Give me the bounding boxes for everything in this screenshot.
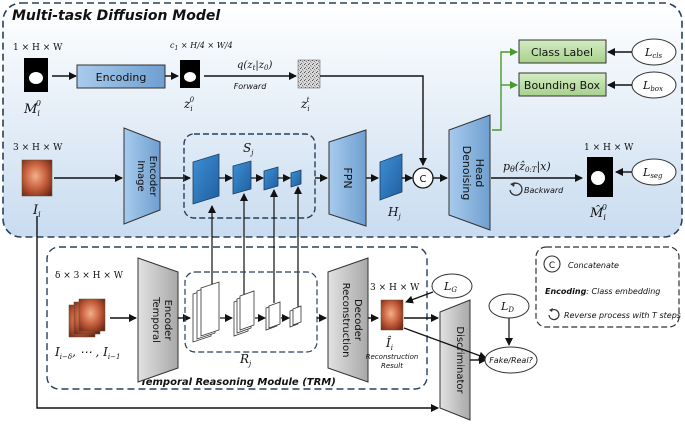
loss-g: LG: [431, 273, 473, 299]
loss-box: Lbox: [631, 71, 677, 99]
loss-d: LD: [488, 293, 530, 319]
fake-real-node: Fake/Real?: [484, 346, 538, 374]
out-label: M̂i0: [589, 203, 607, 222]
encoding-label: Encoding: [96, 71, 147, 84]
denoising-head: Denoising Head: [448, 114, 491, 231]
reconstruction-result: 3 × H × W Îi Reconstruction Result: [366, 283, 420, 370]
discriminator: Discriminator: [439, 299, 471, 421]
forward-process: q(zt|z0) Forward: [204, 60, 297, 91]
trm-title: Temporal Reasoning Module (TRM): [140, 377, 336, 388]
denoise-label-1: Denoising: [460, 146, 473, 201]
recon-label-1: Reconstruction: [340, 283, 351, 358]
sequence-input: δ × 3 × H × W Ii−δ, ⋯ , Ii−1: [54, 271, 124, 361]
image-encoder-label-2: Encoder: [147, 156, 158, 198]
posterior-eq: pθ(ẑ0:T|x) Backward: [503, 160, 564, 196]
svg-text:Lseg: Lseg: [642, 166, 663, 180]
panel-title: Multi-task Diffusion Model: [12, 8, 220, 24]
svg-text:LD: LD: [500, 300, 514, 314]
class-label-block: Class Label: [518, 39, 607, 64]
latent-label: zi0: [183, 96, 195, 113]
legend-encoding: Encoding: Class embedding: [545, 287, 660, 296]
fake-real-label: Fake/Real?: [489, 356, 533, 365]
image-input: 3 × H × W Ii: [13, 143, 63, 219]
legend-box: C Concatenate Encoding: Class embedding …: [535, 246, 681, 328]
recon-img-label: Îi: [385, 335, 393, 352]
discriminator-label: Discriminator: [454, 326, 465, 394]
noisy-latent: zit: [297, 59, 321, 113]
recon-label-2: Decoder: [352, 299, 363, 342]
concat-symbol: C: [420, 174, 427, 185]
h-label: Hj: [387, 205, 401, 221]
recon-result-2: Result: [381, 362, 403, 370]
svg-text:LG: LG: [443, 280, 457, 294]
latent-dim: c1 × H/4 × W/4: [170, 41, 233, 52]
forward-eq: q(zt|z0): [237, 60, 273, 72]
concat-node: C: [412, 167, 434, 189]
bounding-box-text: Bounding Box: [524, 79, 601, 92]
s-feature-group: Sj: [183, 133, 316, 219]
mask-input: 1 × H × W Mi0: [13, 43, 63, 118]
legend-reverse-icon: [548, 309, 560, 321]
legend-concat-text: Concatenate: [568, 261, 619, 270]
h-feature: Hj: [379, 153, 403, 221]
reconstruction-decoder: Reconstruction Decoder: [327, 257, 369, 383]
recon-result-1: Reconstruction: [366, 353, 419, 361]
out-dim: 1 × H × W: [584, 143, 634, 153]
latent-z0: c1 × H/4 × W/4 zi0: [170, 41, 233, 113]
svg-text:Lcls: Lcls: [644, 46, 662, 60]
output-mask: 1 × H × W M̂i0: [584, 143, 634, 222]
bounding-box-block: Bounding Box: [518, 72, 607, 97]
loss-cls: Lcls: [631, 38, 677, 66]
fpn-label: FPN: [341, 167, 354, 188]
mask-dim: 1 × H × W: [13, 43, 63, 53]
seq-dim: δ × 3 × H × W: [55, 271, 124, 281]
forward-label: Forward: [234, 82, 268, 91]
temporal-label-1: Temporal: [150, 296, 161, 343]
s-label: Sj: [243, 141, 254, 157]
denoise-label-2: Head: [473, 159, 486, 188]
recon-dim: 3 × H × W: [370, 283, 420, 293]
encoding-block: Encoding: [76, 64, 166, 89]
image-encoder-label-1: Image: [135, 160, 146, 191]
fpn-block: FPN: [328, 129, 367, 227]
r-label: Rj: [239, 352, 252, 368]
image-dim: 3 × H × W: [13, 143, 63, 153]
class-label-text: Class Label: [531, 46, 593, 59]
backward-label: Backward: [524, 186, 564, 195]
svg-text:pθ(ẑ0:T|x): pθ(ẑ0:T|x): [503, 160, 551, 174]
mask-label: Mi0: [23, 99, 41, 118]
legend-reverse-text: Reverse process with T steps: [564, 311, 681, 320]
r-feature-group: Rj: [184, 271, 318, 368]
temporal-label-2: Encoder: [162, 300, 173, 342]
svg-text:Lbox: Lbox: [642, 79, 663, 93]
temporal-encoder: Temporal Encoder: [137, 257, 179, 383]
legend-concat-icon: C: [549, 261, 555, 271]
image-label: Ii: [32, 203, 41, 219]
seq-label: Ii−δ, ⋯ , Ii−1: [54, 345, 120, 361]
loss-seg: Lseg: [631, 158, 677, 186]
noisy-label: zit: [300, 96, 310, 113]
image-encoder: Image Encoder: [123, 127, 161, 225]
